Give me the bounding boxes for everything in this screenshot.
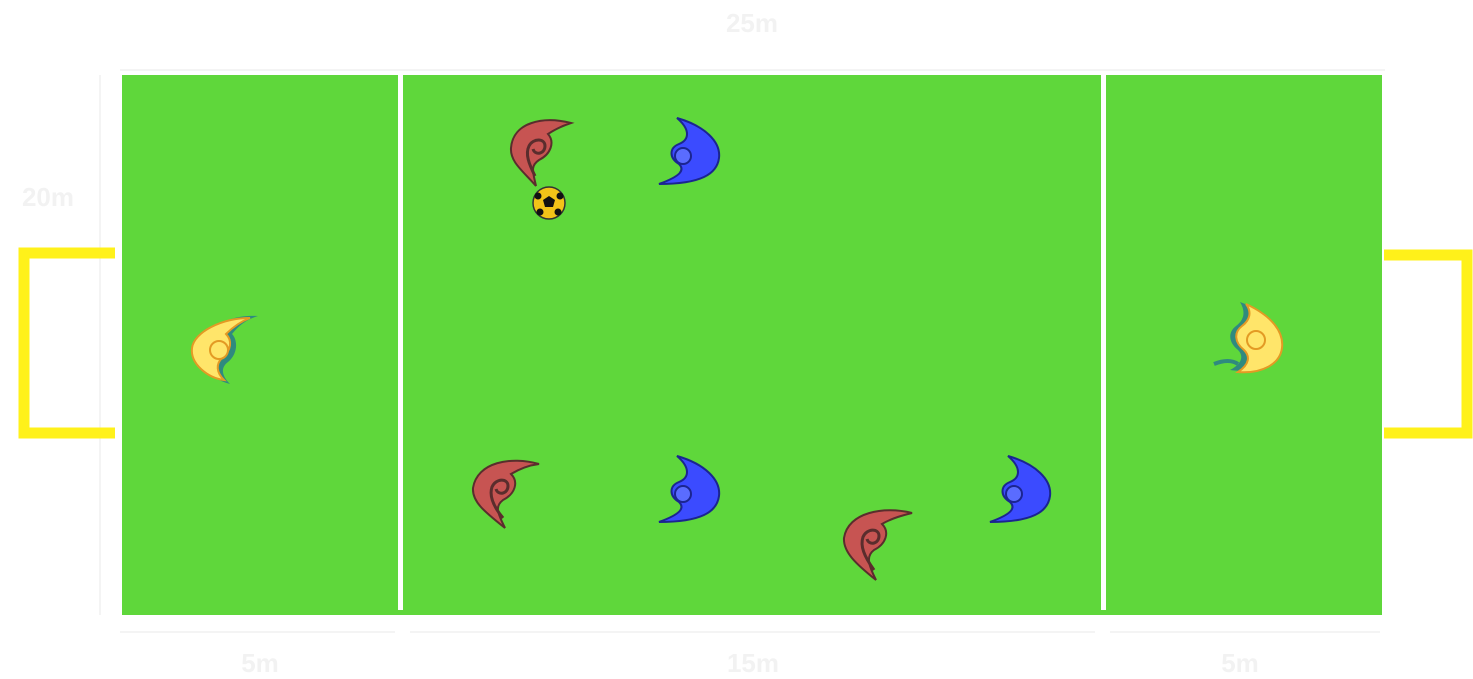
pitch <box>122 75 1382 615</box>
soccer-ball-icon <box>531 185 567 221</box>
defender-player-icon <box>655 452 725 526</box>
left-goal <box>18 247 118 439</box>
right-goal <box>1384 249 1473 439</box>
left-zone-line <box>398 75 403 610</box>
attacker-player-icon <box>836 506 916 582</box>
attacker-player-icon <box>503 116 583 192</box>
defender-player-icon <box>986 452 1056 526</box>
defender-player-icon <box>655 114 725 188</box>
goalkeeper-icon <box>188 310 264 386</box>
attacker-player-icon <box>465 456 545 532</box>
right-zone-line <box>1101 75 1106 610</box>
goalkeeper-icon <box>1210 298 1286 378</box>
